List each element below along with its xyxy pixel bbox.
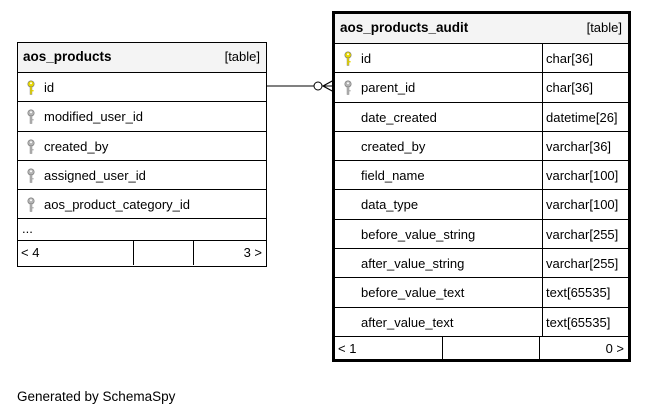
primary-key-icon	[27, 80, 35, 95]
column-row[interactable]: before_value_string varchar[255]	[335, 219, 628, 250]
foreign-key-icon	[27, 139, 35, 154]
column-type: varchar[100]	[542, 161, 628, 190]
table-kind: [table]	[586, 20, 622, 35]
column-type: text[65535]	[542, 307, 628, 336]
more-columns-ellipsis: ...	[18, 219, 266, 242]
footer-spacer	[133, 241, 193, 266]
column-row[interactable]: modified_user_id	[18, 102, 266, 132]
column-name: data_type	[361, 197, 419, 213]
column-name: after_value_string	[361, 256, 465, 272]
parents-link[interactable]: < 1	[338, 340, 357, 356]
column-name: aos_product_category_id	[44, 197, 190, 213]
table-name[interactable]: aos_products_audit	[340, 20, 469, 35]
column-name: before_value_string	[361, 226, 476, 242]
column-name: parent_id	[361, 80, 416, 96]
column-type: text[65535]	[542, 278, 628, 307]
column-row[interactable]: assigned_user_id	[18, 161, 266, 191]
children-link[interactable]: 3 >	[193, 241, 266, 266]
column-row[interactable]: parent_id char[36]	[335, 73, 628, 103]
zero-or-many-circle	[313, 81, 323, 91]
foreign-key-icon	[27, 197, 35, 212]
column-row[interactable]: created_by varchar[36]	[335, 131, 628, 162]
column-name: field_name	[361, 168, 425, 184]
column-name: modified_user_id	[44, 109, 144, 125]
aos-products-audit-header: aos_products_audit [table]	[335, 14, 628, 44]
column-type: varchar[36]	[542, 131, 628, 161]
column-name: id	[361, 51, 372, 66]
foreign-key-icon	[344, 80, 352, 95]
column-type: varchar[100]	[542, 190, 628, 219]
table-kind: [table]	[224, 49, 260, 64]
column-name: before_value_text	[361, 285, 465, 301]
aos-products-audit-footer: < 1 0 >	[335, 336, 628, 361]
children-link[interactable]: 0 >	[539, 336, 628, 361]
column-row[interactable]: field_name varchar[100]	[335, 161, 628, 191]
column-name: date_created	[361, 109, 437, 125]
column-type: datetime[26]	[542, 102, 628, 131]
column-type: char[36]	[542, 44, 628, 73]
column-row[interactable]: after_value_string varchar[255]	[335, 249, 628, 279]
primary-key-icon	[344, 51, 352, 66]
aos-products-header: aos_products [table]	[18, 43, 266, 73]
column-name: created_by	[361, 138, 426, 154]
column-name: created_by	[44, 138, 109, 154]
column-row[interactable]: before_value_text text[65535]	[335, 278, 628, 308]
footer-spacer	[442, 336, 539, 361]
column-type: varchar[255]	[542, 219, 628, 249]
aos-products-columns: id modified_user_id created_by assigned_use…	[18, 73, 266, 220]
column-row[interactable]: id	[18, 73, 266, 103]
aos-products-footer: < 4 3 >	[18, 241, 266, 266]
column-name: id	[44, 80, 55, 95]
parents-link[interactable]: < 4	[21, 245, 40, 261]
table-name[interactable]: aos_products	[23, 49, 112, 64]
column-row[interactable]: id char[36]	[335, 44, 628, 74]
column-name: assigned_user_id	[44, 167, 146, 183]
generated-by-text: Generated by SchemaSpy	[17, 389, 176, 404]
column-row[interactable]: after_value_text text[65535]	[335, 307, 628, 337]
column-name: after_value_text	[361, 314, 454, 330]
foreign-key-icon	[27, 168, 35, 183]
column-row[interactable]: aos_product_category_id	[18, 190, 266, 220]
column-type: char[36]	[542, 73, 628, 102]
column-row[interactable]: created_by	[18, 132, 266, 161]
foreign-key-icon	[27, 109, 35, 124]
column-row[interactable]: date_created datetime[26]	[335, 102, 628, 132]
column-type: varchar[255]	[542, 249, 628, 278]
column-row[interactable]: data_type varchar[100]	[335, 190, 628, 220]
